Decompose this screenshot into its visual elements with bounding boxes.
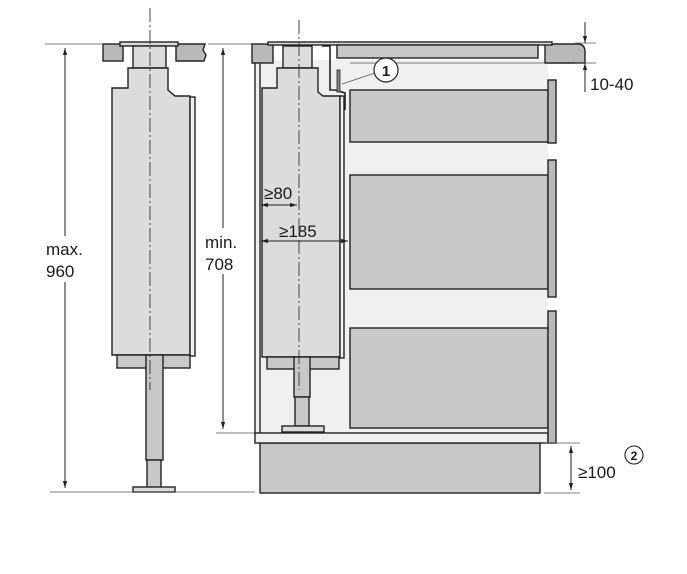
worktop-left — [251, 43, 274, 64]
unit-leg-upper — [293, 356, 311, 398]
drawer-front-3 — [547, 310, 557, 444]
mounting-bracket — [322, 45, 346, 110]
fixing-screw — [336, 69, 341, 93]
min-value: 708 — [205, 255, 233, 274]
min-label: min. — [205, 233, 237, 252]
width-185-label: ≥185 — [279, 222, 317, 241]
drawer-1 — [349, 89, 549, 143]
unit-leg-foot — [281, 425, 325, 433]
worktop-offset-label: 10-40 — [590, 75, 633, 94]
standalone-extractor-unit — [102, 8, 207, 493]
hob-body — [336, 44, 539, 59]
callout-1-circle — [373, 57, 399, 83]
cabinet-bottom-panel — [254, 432, 549, 444]
worktop-left-section — [102, 43, 124, 62]
unit-side-lip — [339, 95, 345, 359]
width-80-label: ≥80 — [264, 184, 292, 203]
plinth-height-label: ≥100 — [578, 463, 616, 482]
extractor-body — [111, 67, 191, 356]
unit-body — [261, 67, 341, 358]
cabinet-side-panel — [254, 57, 261, 436]
drawer-front-1 — [547, 79, 557, 144]
extractor-neck — [132, 45, 167, 69]
worktop-right-section — [175, 43, 207, 62]
callout-1-label: 1 — [382, 63, 390, 80]
plinth — [259, 442, 541, 494]
leg-upper — [145, 354, 164, 461]
extractor-side-lip — [189, 96, 196, 357]
worktop-right — [544, 43, 586, 64]
max-value: 960 — [46, 262, 74, 281]
drawer-2 — [349, 174, 549, 290]
callout-2-label: 2 — [631, 449, 638, 463]
max-label: max. — [46, 240, 83, 259]
leg-foot — [132, 486, 176, 493]
callout-2-circle — [624, 445, 644, 465]
kitchen-cabinet — [251, 20, 586, 494]
leg-lower — [146, 459, 162, 489]
unit-leg-lower — [294, 396, 310, 427]
drawer-front-2 — [547, 159, 557, 298]
drawer-3 — [349, 327, 549, 429]
unit-neck — [282, 45, 313, 69]
